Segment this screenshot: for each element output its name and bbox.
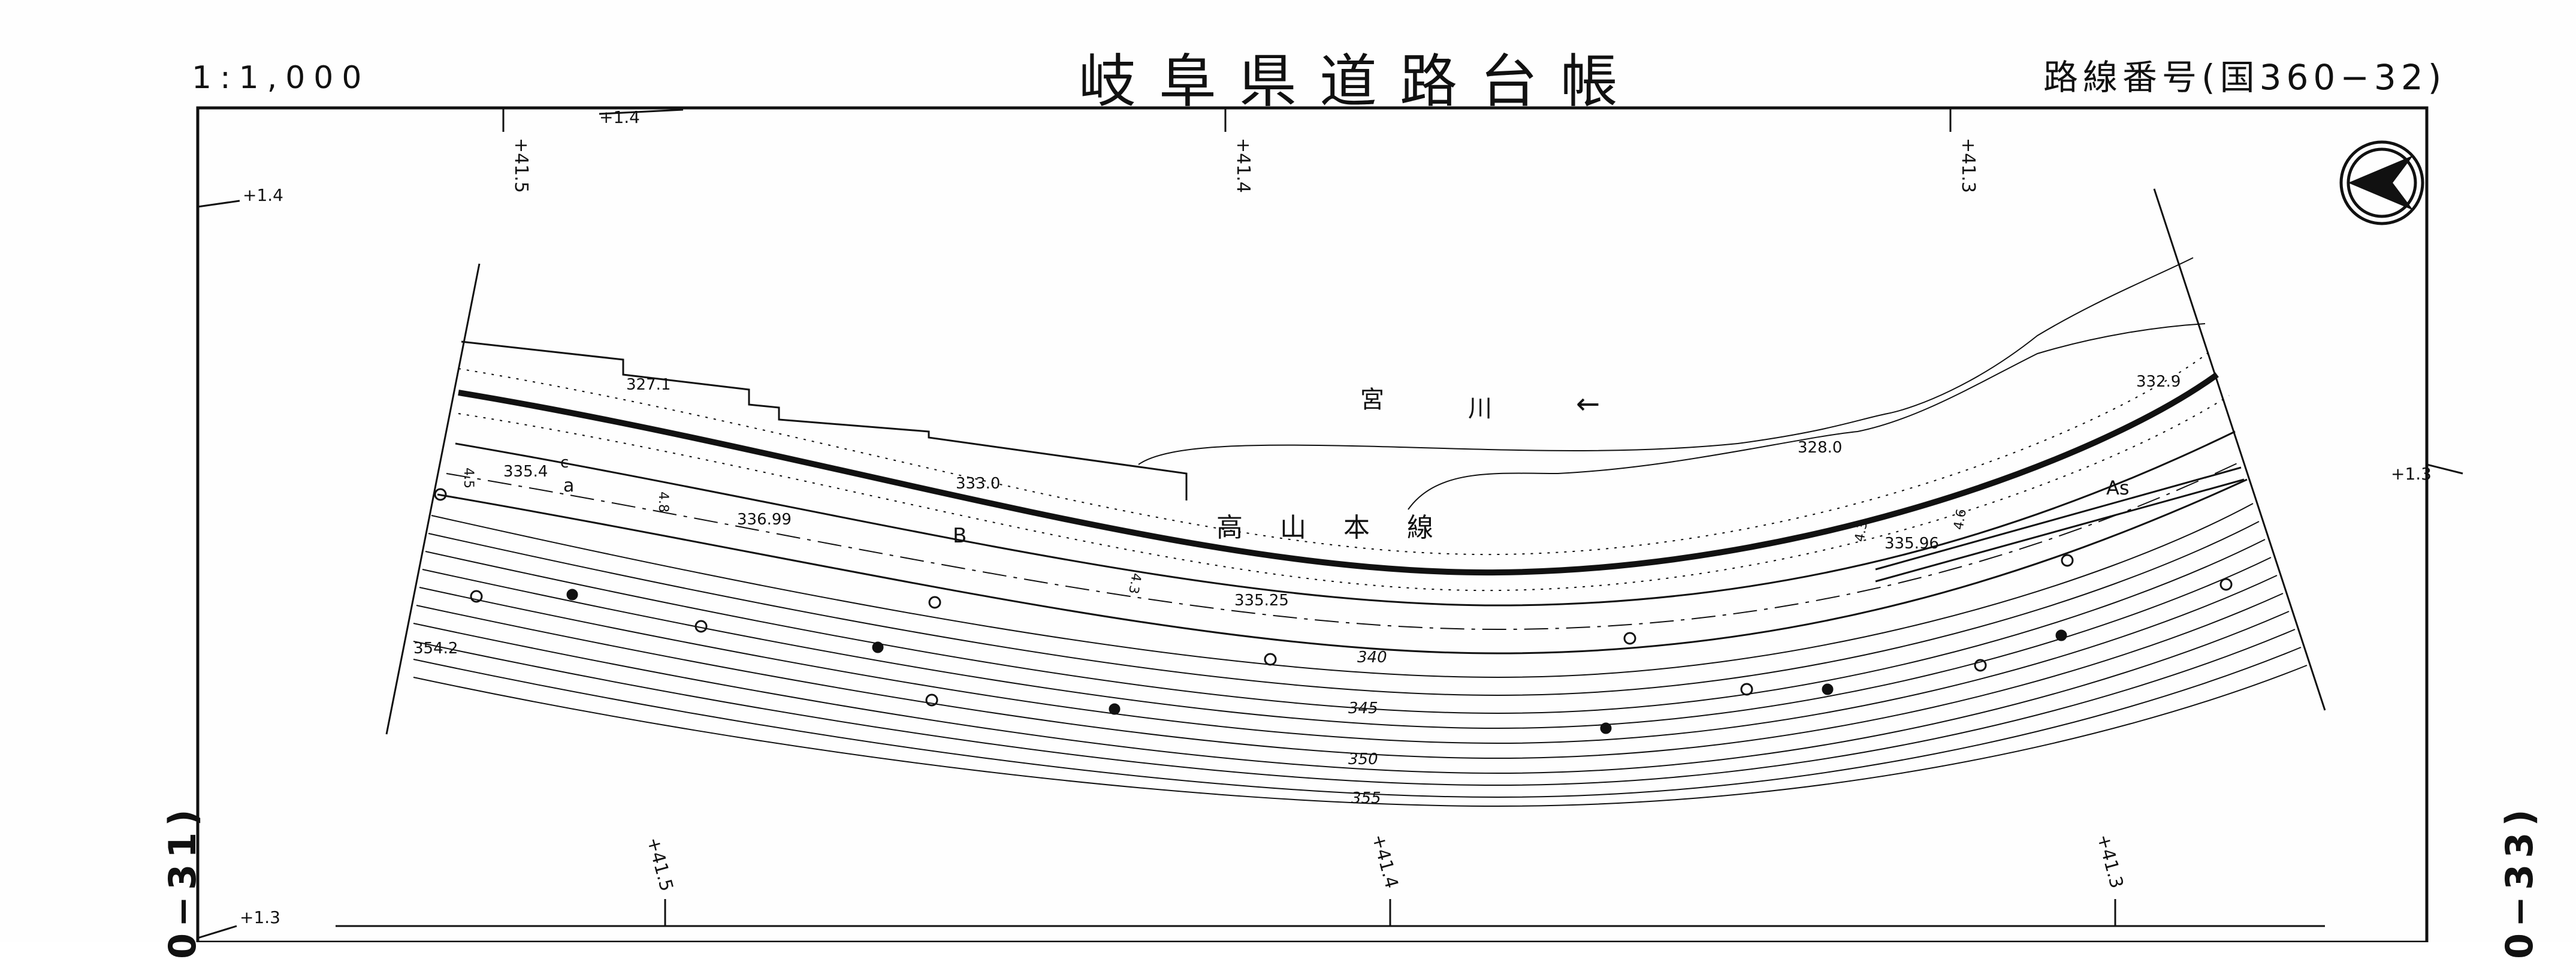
river-label: 川 <box>1468 395 1492 423</box>
svg-text:327.1: 327.1 <box>626 376 671 394</box>
svg-text:As: As <box>2106 477 2130 499</box>
svg-text:328.0: 328.0 <box>1798 439 1842 457</box>
svg-text:333.0: 333.0 <box>956 475 1000 493</box>
svg-text:335.25: 335.25 <box>1234 592 1289 610</box>
route-number: 路線番号(国360−32) <box>2043 57 2447 98</box>
svg-text:a: a <box>563 475 574 496</box>
map-frame <box>196 106 2429 942</box>
svg-text:4.3: 4.3 <box>1125 572 1144 595</box>
building-outline <box>461 340 1188 500</box>
offset-label: +1.4 <box>243 185 283 205</box>
svg-text:354.2: 354.2 <box>413 640 458 658</box>
river-bank-upper <box>1138 257 2194 465</box>
railway-line <box>458 372 2219 576</box>
contour-lines <box>413 503 2308 807</box>
scale-label: 1:1,000 <box>192 60 370 96</box>
svg-text:4.5: 4.5 <box>461 468 476 488</box>
svg-text:4.6: 4.6 <box>1951 508 1970 531</box>
flow-arrow: ← <box>1576 387 1600 421</box>
chainage-top-1: +41.5 <box>511 138 531 193</box>
river-bank-lower <box>1408 323 2206 510</box>
svg-text:c: c <box>560 454 569 472</box>
road-edge-lower <box>437 478 2248 655</box>
road-edge-upper <box>455 430 2236 607</box>
svg-text:336.99: 336.99 <box>737 511 792 529</box>
offset-label: +1.4 <box>599 107 640 127</box>
contour-label: 350 <box>1348 750 1378 768</box>
river-label: 宮 <box>1360 386 1384 414</box>
offset-label: +1.3 <box>2391 464 2432 484</box>
chainage-top-3: +41.3 <box>1958 138 1979 193</box>
north-arrow-icon <box>2339 140 2424 225</box>
contour-label: 340 <box>1357 649 1387 667</box>
page-title: 岐阜県道路台帳 <box>1079 48 1641 115</box>
svg-text:335.4: 335.4 <box>503 463 548 481</box>
svg-text:4.8: 4.8 <box>656 491 671 512</box>
survey-points <box>434 488 2233 734</box>
contour-label: 345 <box>1348 699 1378 717</box>
chainage-bottom-2: +41.4 <box>1367 832 1402 891</box>
svg-text:335.96: 335.96 <box>1885 535 1939 553</box>
railway-label: 高 山 本 線 <box>1216 512 1448 543</box>
road-centerline <box>446 461 2242 631</box>
retaining-wall <box>1875 466 2245 583</box>
contour-label: 355 <box>1351 789 1381 807</box>
chainage-bottom-3: +41.3 <box>2092 832 2127 891</box>
svg-text:B: B <box>953 524 967 548</box>
chainage-top-2: +41.4 <box>1233 138 1254 193</box>
svg-text:4.3: 4.3 <box>1852 520 1871 543</box>
svg-text:332.9: 332.9 <box>2136 373 2181 391</box>
chainage-bottom-1: +41.5 <box>642 835 677 894</box>
offset-label: +1.3 <box>240 907 280 927</box>
